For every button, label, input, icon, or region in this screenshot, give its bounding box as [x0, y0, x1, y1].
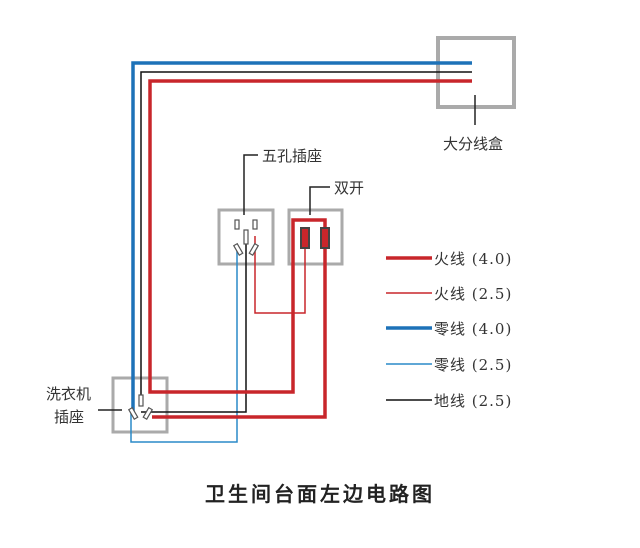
live-wire-2.5 — [254, 236, 306, 314]
neutral-wire-4.0 — [131, 61, 472, 412]
diagram-title: 卫生间台面左边电路图 — [205, 482, 435, 506]
junction-box-label: 大分线盒 — [443, 135, 504, 153]
legend-label-neutral-2.5: 零线 (2.5) — [434, 356, 513, 374]
double-switch-box — [287, 208, 344, 266]
neutral-wire-2.5 — [130, 244, 238, 443]
live-wire-4.0 — [148, 79, 472, 419]
five-hole-socket-label: 五孔插座 — [262, 147, 323, 165]
washer-socket-pins — [127, 394, 154, 421]
switch-leader — [309, 186, 330, 215]
legend-label-ground-2.5: 地线 (2.5) — [434, 392, 513, 410]
washer-socket-box — [111, 376, 169, 434]
legend-label-live-4.0: 火线 (4.0) — [434, 250, 513, 268]
legend-label-neutral-4.0: 零线 (4.0) — [434, 320, 513, 338]
washer-socket-label-2: 插座 — [54, 408, 85, 426]
washer-socket-label-1: 洗衣机 — [46, 385, 92, 403]
switch-buttons — [300, 227, 330, 249]
socket-leader — [243, 154, 258, 215]
ground-wire-main — [140, 71, 472, 403]
ground-wire-branch — [141, 238, 247, 413]
legend-label-live-2.5: 火线 (2.5) — [434, 285, 513, 303]
double-switch-label: 双开 — [334, 179, 365, 197]
five-hole-socket-pins — [232, 219, 260, 257]
